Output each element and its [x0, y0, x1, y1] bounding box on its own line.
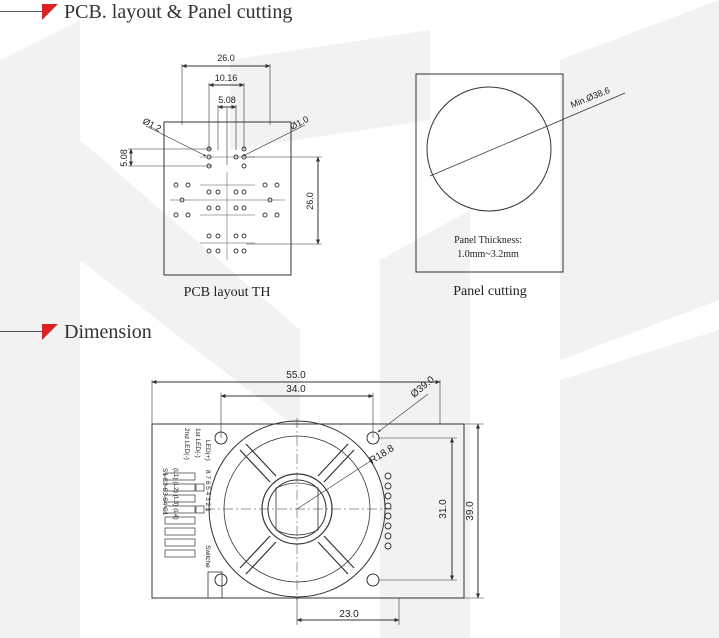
pcb-hole-10: Ø1.0: [288, 114, 310, 132]
section-title-dimension: Dimension: [64, 321, 152, 343]
heading-flag-icon: [42, 4, 58, 20]
panel-dia-leader: [429, 92, 626, 177]
mount-hole: [214, 573, 228, 587]
pcb-layout-caption: PCB layout TH: [184, 285, 271, 300]
silk-pin-numbers: 8 7 6 5 4 3 2 1: [204, 470, 211, 512]
section-heading-pcb: PCB. layout & Panel cutting: [0, 0, 380, 26]
pcb-dim-26: 26.0: [217, 53, 235, 63]
panel-outline: [415, 73, 564, 273]
silk-2nd-led: 2nd LED(-): [183, 428, 190, 460]
pcb-outline: [163, 121, 292, 276]
heading-rule: [0, 11, 42, 12]
dim-radius: R18.8: [368, 443, 397, 467]
dim-34: 34.0: [286, 384, 306, 395]
panel-min-dia: Min.Ø38.6: [569, 85, 611, 110]
dim-23: 23.0: [339, 609, 359, 620]
panel-cutting-drawing: [415, 73, 626, 273]
panel-cutout-circle: [426, 86, 552, 212]
panel-thickness-label: Panel Thickness:: [454, 235, 522, 246]
silkscreen-text: 1st LED(-) 2nd LED(-) LED(+) 8 7 6 5 4 3…: [161, 428, 211, 568]
panel-cutting-caption: Panel cutting: [453, 284, 527, 299]
module-board-outline: [151, 423, 465, 599]
pcb-dim-508: 5.08: [218, 95, 236, 105]
panel-thickness-value: 1.0mm~3.2mm: [457, 249, 519, 260]
section-title-pcb: PCB. layout & Panel cutting: [64, 1, 293, 23]
dim-31: 31.0: [438, 499, 449, 519]
silk-switche: Switche: [204, 545, 211, 568]
mount-hole: [214, 431, 228, 445]
mount-hole: [366, 573, 380, 587]
heading-rule: [0, 331, 42, 332]
section-heading-dimension: Dimension: [0, 320, 380, 346]
pcb-dim-1016: 10.16: [215, 73, 238, 83]
dim-dia-39: Ø39.0: [409, 374, 437, 400]
pcb-dim-v26: 26.0: [305, 192, 315, 210]
pcb-hole-12: Ø1.2: [141, 116, 163, 134]
silk-switch-labels: S1 S2 S3 S4 C1: [161, 468, 168, 516]
silk-led-labels: (L1) (L2) (L3) (L4): [172, 468, 179, 520]
silk-led-plus: LED(+): [204, 440, 211, 461]
silk-1st-led: 1st LED(-): [194, 428, 201, 458]
heading-flag-icon: [42, 324, 58, 340]
dimension-drawing: [151, 380, 484, 625]
dim-39: 39.0: [465, 501, 476, 521]
pcb-layout-drawing: [128, 64, 322, 276]
dim-55: 55.0: [286, 370, 306, 381]
pcb-dim-v508: 5.08: [119, 149, 129, 167]
